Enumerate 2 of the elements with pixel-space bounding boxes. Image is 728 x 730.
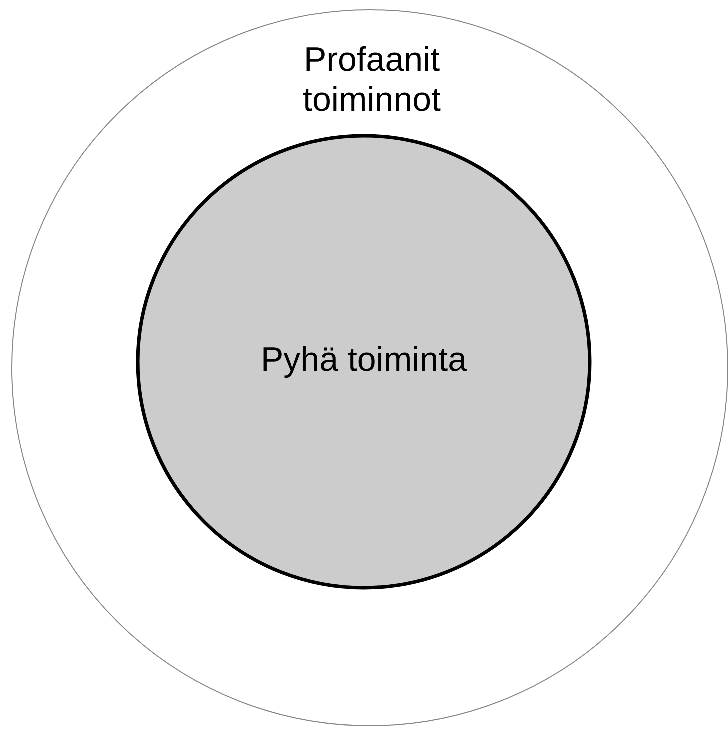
circle-label: Pyhä toiminta [260, 340, 468, 380]
circle-label: Profaanit toiminnot [302, 40, 442, 120]
